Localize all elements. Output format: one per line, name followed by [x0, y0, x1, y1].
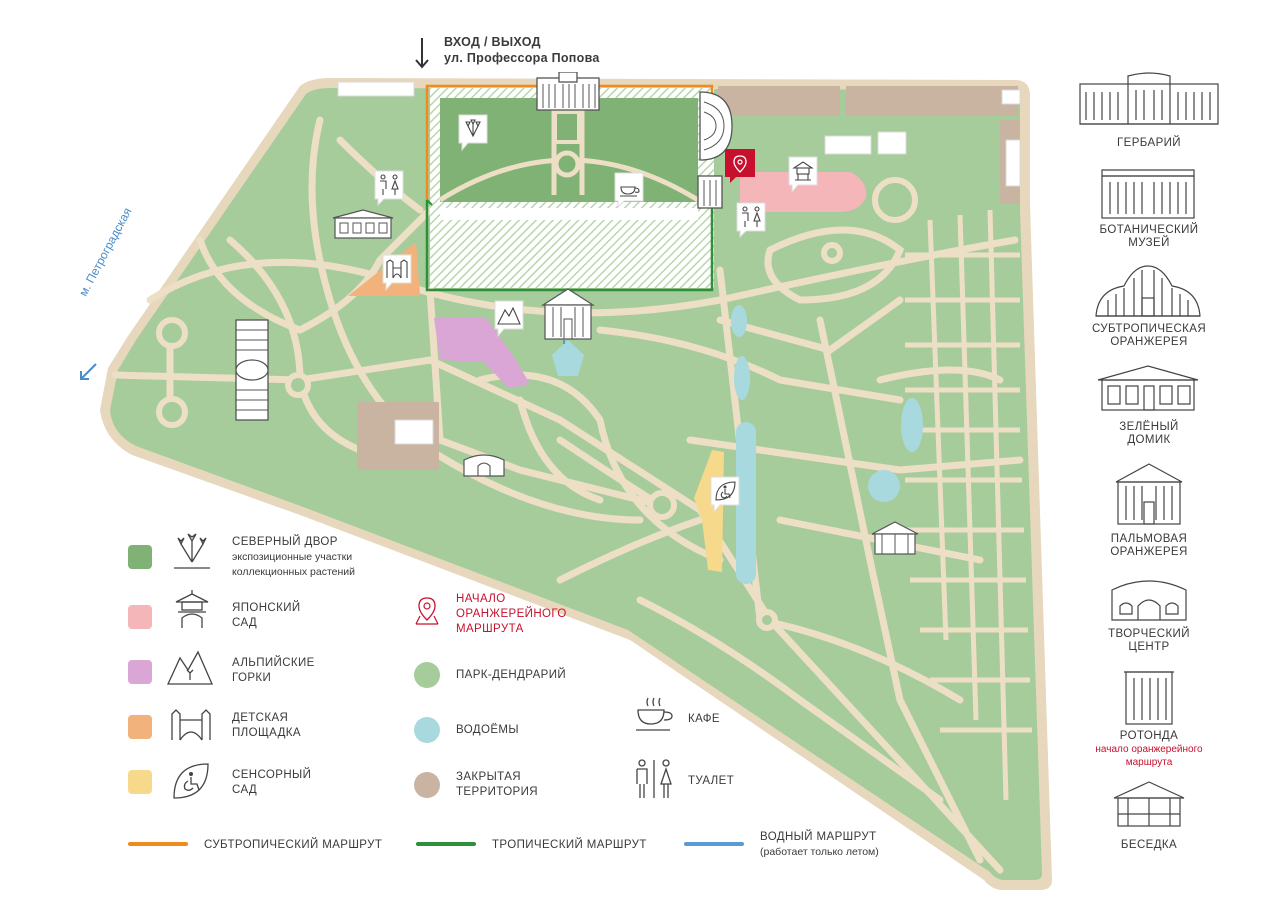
creative-center-icon: [1111, 580, 1187, 621]
japanese-lantern-map-pin[interactable]: [786, 154, 820, 194]
accessible-map-pin[interactable]: [708, 474, 742, 514]
entrance-label: ВХОД / ВЫХОД ул. Профессора Попова: [444, 34, 600, 66]
legend-swatch-playground: [128, 715, 152, 739]
toilet-map-pin-west[interactable]: [372, 168, 406, 206]
legend-swatch-japanese: [128, 605, 152, 629]
toilet-map-pin-east[interactable]: [734, 200, 768, 238]
start-location-pin[interactable]: [724, 148, 756, 184]
entrance-street: ул. Профессора Попова: [444, 51, 600, 65]
accessible-leaf-icon: [173, 763, 209, 799]
legend-start-line1: НАЧАЛО: [456, 593, 506, 605]
museum-map-icon: [235, 319, 269, 421]
legend-north-yard: СЕВЕРНЫЙ ДВОР экспозиционные участки кол…: [232, 535, 377, 580]
legend-japanese: ЯПОНСКИЙ САД: [232, 602, 301, 629]
legend-line-subtropic: [128, 842, 188, 846]
green-house-map-icon: [332, 209, 394, 239]
playground-icon: [171, 709, 211, 741]
legend-dot-water: [414, 717, 440, 743]
legend-start-line3: МАРШРУТА: [456, 623, 524, 635]
legend-toilet: ТУАЛЕТ: [688, 775, 735, 787]
cafe-map-pin[interactable]: [612, 170, 646, 208]
building-palm-line2: ОРАНЖЕРЕЯ: [1110, 546, 1188, 558]
roundabouts: [156, 177, 918, 631]
legend-alpine: АЛЬПИЙСКИЕ ГОРКИ: [232, 657, 315, 684]
building-rotunda-note2: маршрута: [1125, 757, 1173, 768]
alpine-map-pin[interactable]: [492, 298, 526, 338]
rotunda-icon: [1124, 671, 1174, 725]
restroom-icon: [636, 759, 672, 798]
legend-closed: ЗАКРЫТАЯ ТЕРРИТОРИЯ: [456, 771, 538, 798]
tulips-icon: [174, 533, 210, 569]
legend-playground: ДЕТСКАЯ ПЛОЩАДКА: [232, 712, 301, 739]
legend-dot-closed: [414, 772, 440, 798]
japanese-garden-area: [740, 172, 867, 212]
entrance-arrow-icon: [415, 38, 429, 69]
playground-map-pin[interactable]: [380, 252, 414, 292]
entrance-title: ВХОД / ВЫХОД: [444, 35, 541, 49]
legend-cafe: КАФЕ: [688, 713, 721, 725]
building-creative: ТВОРЧЕСКИЙ ЦЕНТР: [1064, 628, 1234, 654]
palm-greenhouse-map-icon: [541, 288, 595, 340]
building-creative-line2: ЦЕНТР: [1128, 641, 1170, 653]
gazebo-map-icon: [871, 521, 919, 555]
legend-north-yard-sub: экспозиционные участки коллекционных рас…: [232, 551, 356, 578]
park-paths: [111, 116, 1024, 874]
legend-line-tropic: [416, 842, 476, 846]
building-green-house: ЗЕЛЁНЫЙ ДОМИК: [1064, 421, 1234, 447]
legend-line-water: [684, 842, 744, 846]
green-house-icon: [1097, 365, 1199, 411]
subtropical-greenhouse-icon: [1095, 265, 1201, 317]
legend-swatch-alpine: [128, 660, 152, 684]
legend-water-route-title: ВОДНЫЙ МАРШРУТ: [760, 831, 877, 843]
building-gazebo: БЕСЕДКА: [1120, 839, 1178, 851]
herbarium-map-icon: [536, 72, 600, 111]
legend-north-yard-title: СЕВЕРНЫЙ ДВОР: [232, 536, 338, 548]
building-subtropical-line2: ОРАНЖЕРЕЯ: [1110, 336, 1188, 348]
building-museum: БОТАНИЧЕСКИЙ МУЗЕЙ: [1064, 224, 1234, 250]
legend-swatch-sensory: [128, 770, 152, 794]
grid-paths: [905, 209, 1032, 801]
building-rotunda-name: РОТОНДА: [1119, 730, 1179, 742]
building-rotunda: РОТОНДА начало оранжерейного маршрута: [1064, 730, 1234, 769]
building-palm-line1: ПАЛЬМОВАЯ: [1110, 533, 1188, 545]
building-museum-line2: МУЗЕЙ: [1128, 237, 1170, 249]
legend-subtropic-route: СУБТРОПИЧЕСКИЙ МАРШРУТ: [204, 839, 383, 851]
metro-arrow-icon: [80, 363, 97, 380]
building-rotunda-note1: начало оранжерейного: [1095, 744, 1203, 755]
location-pin-icon: [415, 597, 439, 625]
legend-swatch-north-yard: [128, 545, 152, 569]
rotunda-map-icon: [697, 175, 723, 209]
subtropical-greenhouse-map-icon: [699, 91, 733, 161]
legend-sensory: СЕНСОРНЫЙ САД: [232, 769, 312, 796]
alpine-area: [434, 318, 530, 388]
building-palm: ПАЛЬМОВАЯ ОРАНЖЕРЕЯ: [1064, 533, 1234, 559]
building-subtropical-line1: СУБТРОПИЧЕСКАЯ: [1091, 323, 1207, 335]
palm-greenhouse-icon: [1115, 463, 1183, 525]
building-museum-line1: БОТАНИЧЕСКИЙ: [1099, 224, 1199, 236]
legend-tropic-route: ТРОПИЧЕСКИЙ МАРШРУТ: [492, 839, 647, 851]
tulips-map-pin[interactable]: [456, 112, 490, 152]
museum-building-icon: [1101, 169, 1195, 219]
building-herbarium: ГЕРБАРИЙ: [1117, 137, 1181, 149]
japanese-lantern-icon: [175, 590, 209, 628]
legend-dot-park: [414, 662, 440, 688]
legend-start-line2: ОРАНЖЕРЕЙНОГО: [456, 608, 567, 620]
water-bodies: [552, 305, 923, 584]
gazebo-icon: [1113, 781, 1185, 827]
legend-park: ПАРК-ДЕНДРАРИЙ: [456, 669, 567, 681]
building-subtropical: СУБТРОПИЧЕСКАЯ ОРАНЖЕРЕЯ: [1064, 323, 1234, 349]
legend-start: НАЧАЛО ОРАНЖЕРЕЙНОГО МАРШРУТА: [456, 592, 567, 637]
herbarium-building-icon: [1079, 72, 1219, 125]
legend-water-route-sub: (работает только летом): [760, 846, 879, 858]
coffee-cup-icon: [636, 697, 673, 731]
legend-water-route: ВОДНЫЙ МАРШРУТ (работает только летом): [760, 830, 879, 860]
building-green-house-line1: ЗЕЛЁНЫЙ: [1119, 421, 1179, 433]
creative-center-map-icon: [463, 454, 505, 477]
legend-water: ВОДОЁМЫ: [456, 724, 519, 736]
building-green-house-line2: ДОМИК: [1127, 434, 1171, 446]
building-creative-line1: ТВОРЧЕСКИЙ: [1108, 628, 1190, 640]
alpine-hills-icon: [166, 650, 213, 685]
